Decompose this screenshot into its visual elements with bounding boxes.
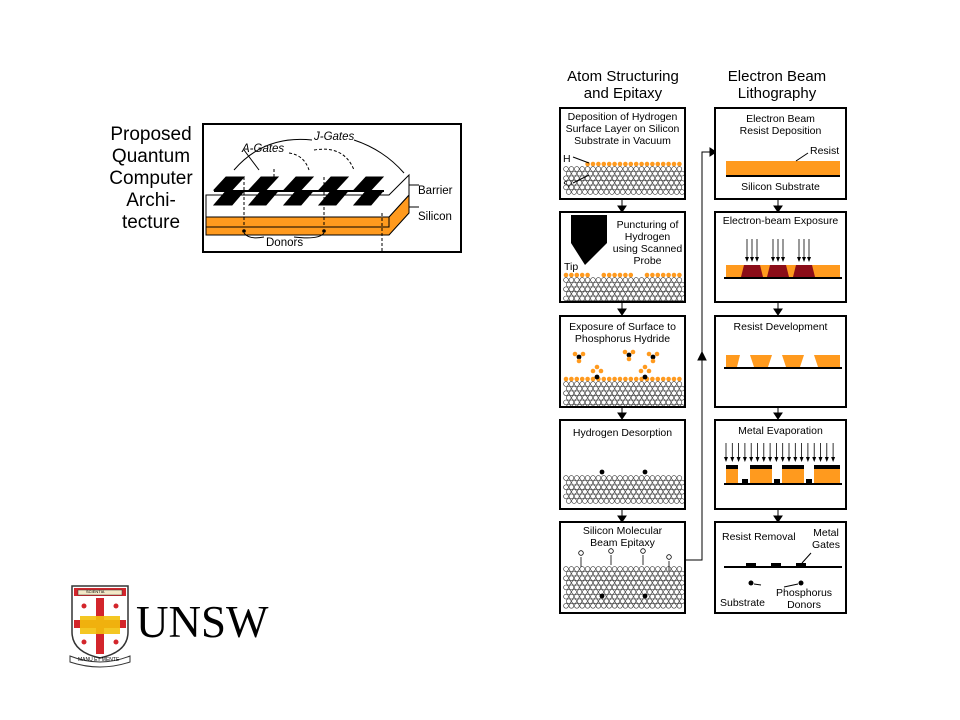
barrier-label: Barrier xyxy=(418,185,453,197)
step-resist-development: Resist Development xyxy=(714,315,847,408)
step-resist-deposition: Electron Beam Resist Deposition Resist S… xyxy=(714,107,847,200)
donors-label: Donors xyxy=(266,237,304,249)
crest-scroll-text: SCIENTIA xyxy=(86,589,105,594)
left-column-header: Atom Structuring and Epitaxy xyxy=(567,68,679,102)
silicon-lattice xyxy=(563,156,684,195)
step-hydrogen-desorption: Hydrogen Desorption xyxy=(559,419,686,510)
evaporation-graphic xyxy=(724,443,842,485)
architecture-title: Proposed Quantum Computer Archi- tecture xyxy=(109,124,193,233)
step-hydrogen-puncturing: Puncturing of Hydrogen using Scanned Pro… xyxy=(559,211,686,303)
step-hydrogen-deposition: Deposition of Hydrogen Surface Layer on … xyxy=(559,107,686,200)
unsw-wordmark: UNSW xyxy=(136,597,269,647)
silicon-substrate-label: Silicon Substrate xyxy=(741,181,820,193)
right-column-header: Electron Beam Lithography xyxy=(727,68,827,102)
resist-layer xyxy=(726,161,840,175)
crest-icon xyxy=(69,585,131,668)
tip-label: Tip xyxy=(564,261,579,273)
step-molecular-beam-epitaxy: Silicon Molecular Beam Epitaxy xyxy=(559,521,686,614)
h-label: H xyxy=(563,153,571,165)
substrate-line xyxy=(726,175,840,177)
step-metal-evaporation: Metal Evaporation xyxy=(714,419,847,510)
exposure-graphic xyxy=(724,239,842,279)
silicon-lattice xyxy=(563,272,684,301)
substrate-label: Substrate xyxy=(720,597,765,609)
a-gates-label: A-Gates xyxy=(242,143,285,155)
silicon-lattice xyxy=(563,349,684,406)
unsw-crest: SCIENTIA MANU ET MENTE xyxy=(68,582,132,668)
silicon-lattice xyxy=(563,548,684,609)
development-graphic xyxy=(724,355,842,369)
silicon-label: Silicon xyxy=(418,211,452,223)
step-electron-beam-exposure: Electron-beam Exposure xyxy=(714,211,847,303)
architecture-diagram: J-Gates A-Gates Donors Barrier Silicon xyxy=(202,123,462,253)
step-resist-removal: Resist Removal Metal Gates Substrate Pho… xyxy=(714,521,847,614)
metal-gates-label: Metal Gates xyxy=(812,527,841,551)
phosphorus-donors-label: Phosphorus Donors xyxy=(776,587,833,611)
resist-label: Resist xyxy=(810,145,840,157)
j-gates-label: J-Gates xyxy=(314,131,355,143)
silicon-lattice xyxy=(563,469,684,504)
architecture-graphic xyxy=(205,138,419,251)
probe-tip-graphic xyxy=(571,215,607,265)
crest-motto: MANU ET MENTE xyxy=(78,657,120,663)
removal-graphic xyxy=(724,552,842,588)
step-phosphorus-exposure: Exposure of Surface to Phosphorus Hydrid… xyxy=(559,315,686,408)
